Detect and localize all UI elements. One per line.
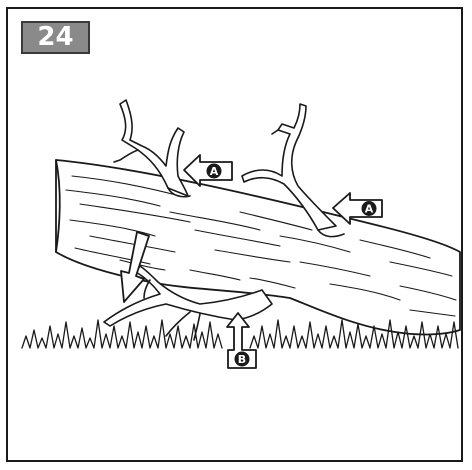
callout-b-label: B	[238, 353, 246, 366]
callout-b: B	[227, 313, 256, 368]
callout-a-upper-label: A	[210, 165, 219, 178]
callout-a-lower-label: A	[365, 203, 374, 216]
